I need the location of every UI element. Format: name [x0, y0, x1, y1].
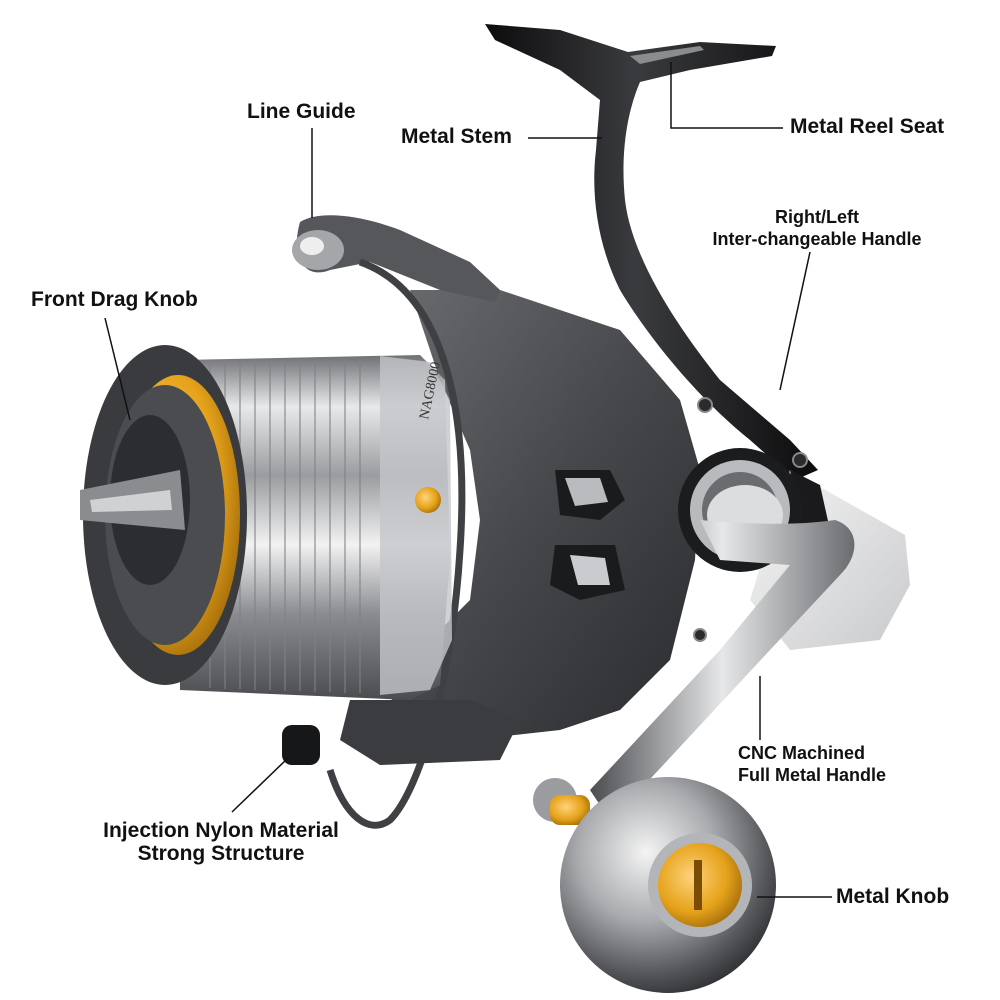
line-guide-arm	[292, 215, 500, 302]
callout-line-reel-seat	[670, 62, 783, 129]
label-front-drag-knob: Front Drag Knob	[31, 288, 198, 311]
callout-line-injection-nylon	[231, 757, 289, 813]
callout-lines	[104, 62, 832, 898]
label-interchangeable-handle: Right/Left Inter-changeable Handle	[712, 207, 922, 249]
lower-bail-arm	[282, 700, 520, 765]
label-metal-knob: Metal Knob	[836, 885, 950, 908]
handle-arm	[590, 520, 855, 805]
callout-line-front-drag-knob	[104, 317, 131, 421]
bail-wire	[326, 258, 466, 829]
reel-stem-and-seat	[485, 24, 818, 480]
label-line-guide: Line Guide	[247, 100, 356, 123]
label-metal-stem: Metal Stem	[401, 125, 512, 148]
label-metal-reel-seat: Metal Reel Seat	[790, 115, 945, 138]
label-injection-nylon: Injection Nylon Material Strong Structur…	[103, 819, 339, 865]
label-cnc-handle: CNC Machined Full Metal Handle	[738, 743, 887, 785]
callout-line-interchangeable-handle	[779, 251, 811, 391]
metal-knob-shape	[533, 777, 776, 993]
front-drag-knob-assembly	[80, 345, 247, 685]
